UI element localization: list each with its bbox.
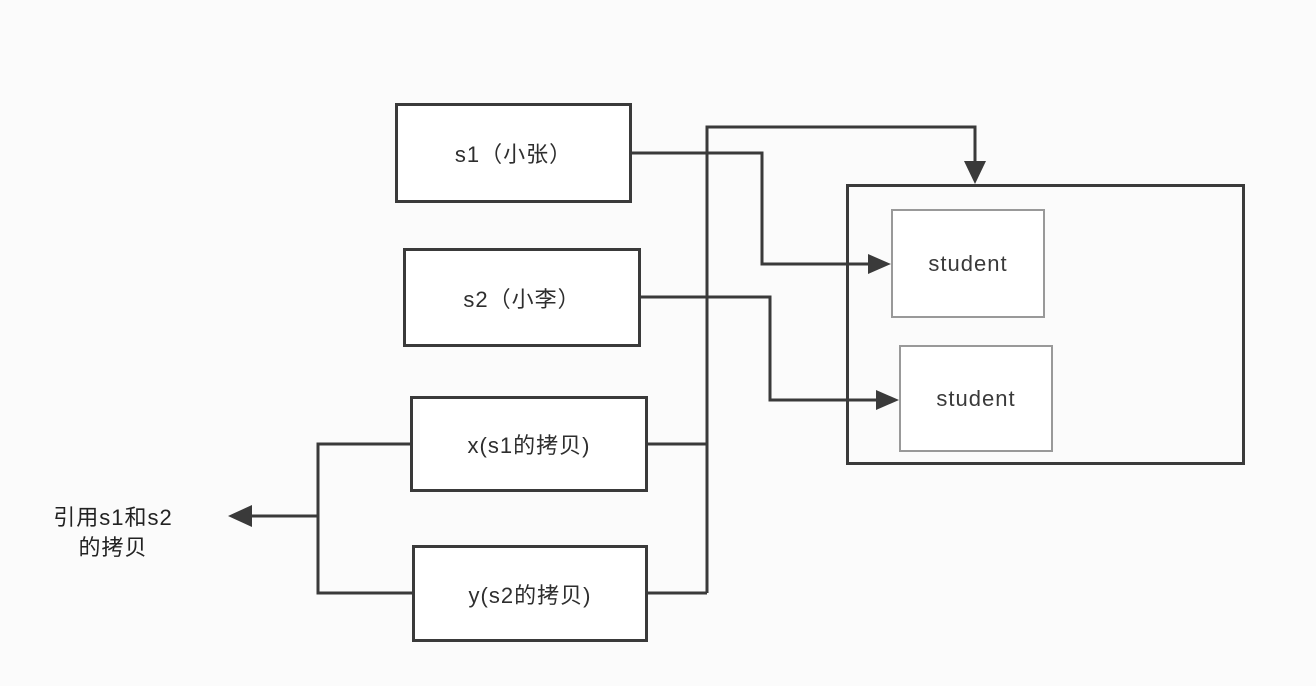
object-container bbox=[846, 184, 1245, 465]
annotation-line-2: 的拷贝 bbox=[78, 534, 148, 560]
edge-left-bracket bbox=[316, 442, 412, 595]
edge-s2-to-student2 bbox=[641, 295, 878, 402]
node-s1: s1（小张） bbox=[395, 103, 632, 203]
arrowhead-container-icon bbox=[964, 161, 986, 184]
annotation-line-1: 引用s1和s2 bbox=[53, 505, 173, 530]
node-student-1-label: student bbox=[928, 250, 1008, 276]
node-s1-label: s1（小张） bbox=[454, 142, 573, 167]
node-student-1: student bbox=[891, 209, 1045, 318]
node-x-label: x(s1的拷贝) bbox=[467, 433, 591, 458]
annotation-label: 引用s1和s2 的拷贝 bbox=[38, 503, 188, 562]
edge-s1-to-student1 bbox=[632, 151, 870, 266]
node-y: y(s2的拷贝) bbox=[412, 545, 648, 642]
node-s2-label: s2（小李） bbox=[463, 286, 581, 312]
node-student-2-label: student bbox=[936, 385, 1016, 411]
node-x: x(s1的拷贝) bbox=[410, 396, 648, 492]
node-y-label: y(s2的拷贝) bbox=[468, 582, 592, 608]
node-s2: s2（小李） bbox=[403, 248, 641, 347]
node-student-2: student bbox=[899, 345, 1053, 452]
arrowhead-annotation-icon bbox=[228, 505, 252, 527]
